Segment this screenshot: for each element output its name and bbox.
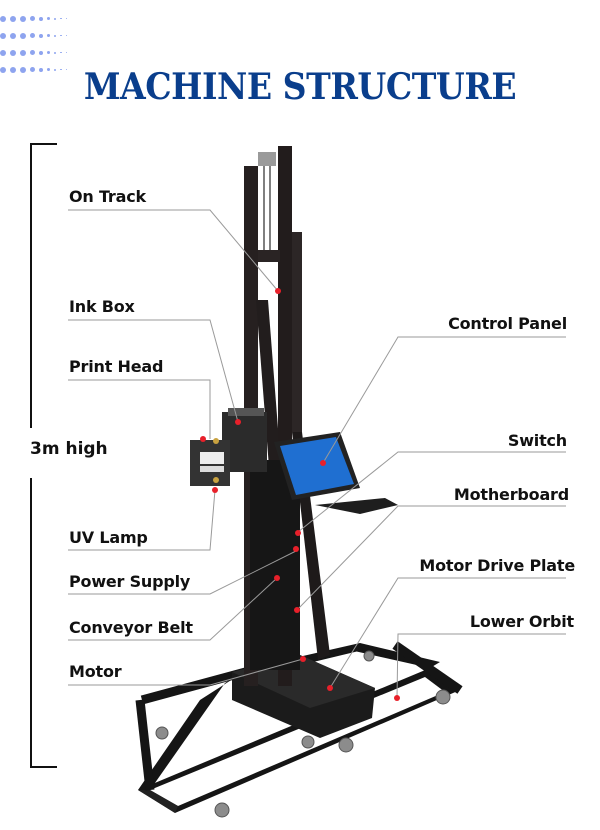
height-bracket bbox=[30, 143, 57, 768]
dot-decoration bbox=[47, 34, 50, 37]
dot-decoration bbox=[30, 50, 35, 55]
page-title: MACHINE STRUCTURE bbox=[83, 66, 517, 108]
dot-decoration bbox=[0, 15, 6, 22]
print-head-carriage bbox=[190, 408, 267, 486]
dot-decoration bbox=[47, 68, 50, 71]
caster-wheels bbox=[155, 650, 451, 818]
dot-decoration bbox=[20, 49, 26, 56]
dot-decoration bbox=[65, 34, 67, 37]
dot-decoration bbox=[10, 15, 16, 22]
dot-decoration bbox=[39, 16, 43, 21]
dot-decoration bbox=[0, 49, 6, 56]
dot-decoration bbox=[30, 33, 35, 38]
label-control-panel: Control Panel bbox=[448, 314, 567, 333]
dot-grid-decoration bbox=[0, 10, 71, 78]
dot-decoration bbox=[60, 17, 62, 20]
label-power-supply: Power Supply bbox=[69, 572, 191, 591]
label-motherboard: Motherboard bbox=[453, 485, 569, 504]
dot-decoration bbox=[54, 68, 56, 71]
dot-decoration bbox=[0, 66, 6, 73]
dot-decoration bbox=[20, 66, 26, 73]
dot-decoration bbox=[65, 17, 67, 20]
label-lower-orbit: Lower Orbit bbox=[469, 612, 574, 631]
dot-decoration bbox=[54, 17, 56, 20]
dot-decoration bbox=[10, 32, 16, 39]
label-motor-drive-plate: Motor Drive Plate bbox=[419, 556, 575, 575]
height-dimension-label: 3m high bbox=[30, 439, 108, 459]
control-panel-monitor bbox=[274, 432, 398, 514]
dot-decoration bbox=[65, 68, 67, 71]
dot-decoration bbox=[54, 34, 56, 37]
dot-decoration bbox=[0, 32, 6, 39]
label-print-head: Print Head bbox=[69, 357, 164, 376]
dot-decoration bbox=[65, 51, 67, 54]
callout-markers bbox=[200, 288, 400, 701]
dot-decoration bbox=[60, 51, 62, 54]
dot-decoration bbox=[10, 49, 16, 56]
dot-decoration bbox=[47, 17, 50, 20]
dot-decoration bbox=[60, 34, 62, 37]
dot-decoration bbox=[30, 16, 35, 21]
label-ink-box: Ink Box bbox=[69, 297, 135, 316]
dot-decoration bbox=[39, 33, 43, 38]
dot-decoration bbox=[47, 51, 50, 54]
dot-decoration bbox=[10, 66, 16, 73]
dot-decoration bbox=[30, 67, 35, 72]
dot-decoration bbox=[20, 15, 26, 22]
label-uv-lamp: UV Lamp bbox=[69, 528, 148, 547]
label-on-track: On Track bbox=[69, 187, 146, 206]
leader-lines bbox=[68, 209, 566, 699]
dot-decoration bbox=[39, 67, 43, 72]
dot-decoration bbox=[20, 32, 26, 39]
dot-decoration bbox=[54, 51, 56, 54]
label-conveyor-belt: Conveyor Belt bbox=[69, 618, 193, 637]
dot-decoration bbox=[39, 50, 43, 55]
dot-decoration bbox=[60, 68, 62, 71]
label-motor: Motor bbox=[69, 662, 122, 681]
label-switch: Switch bbox=[507, 431, 567, 450]
